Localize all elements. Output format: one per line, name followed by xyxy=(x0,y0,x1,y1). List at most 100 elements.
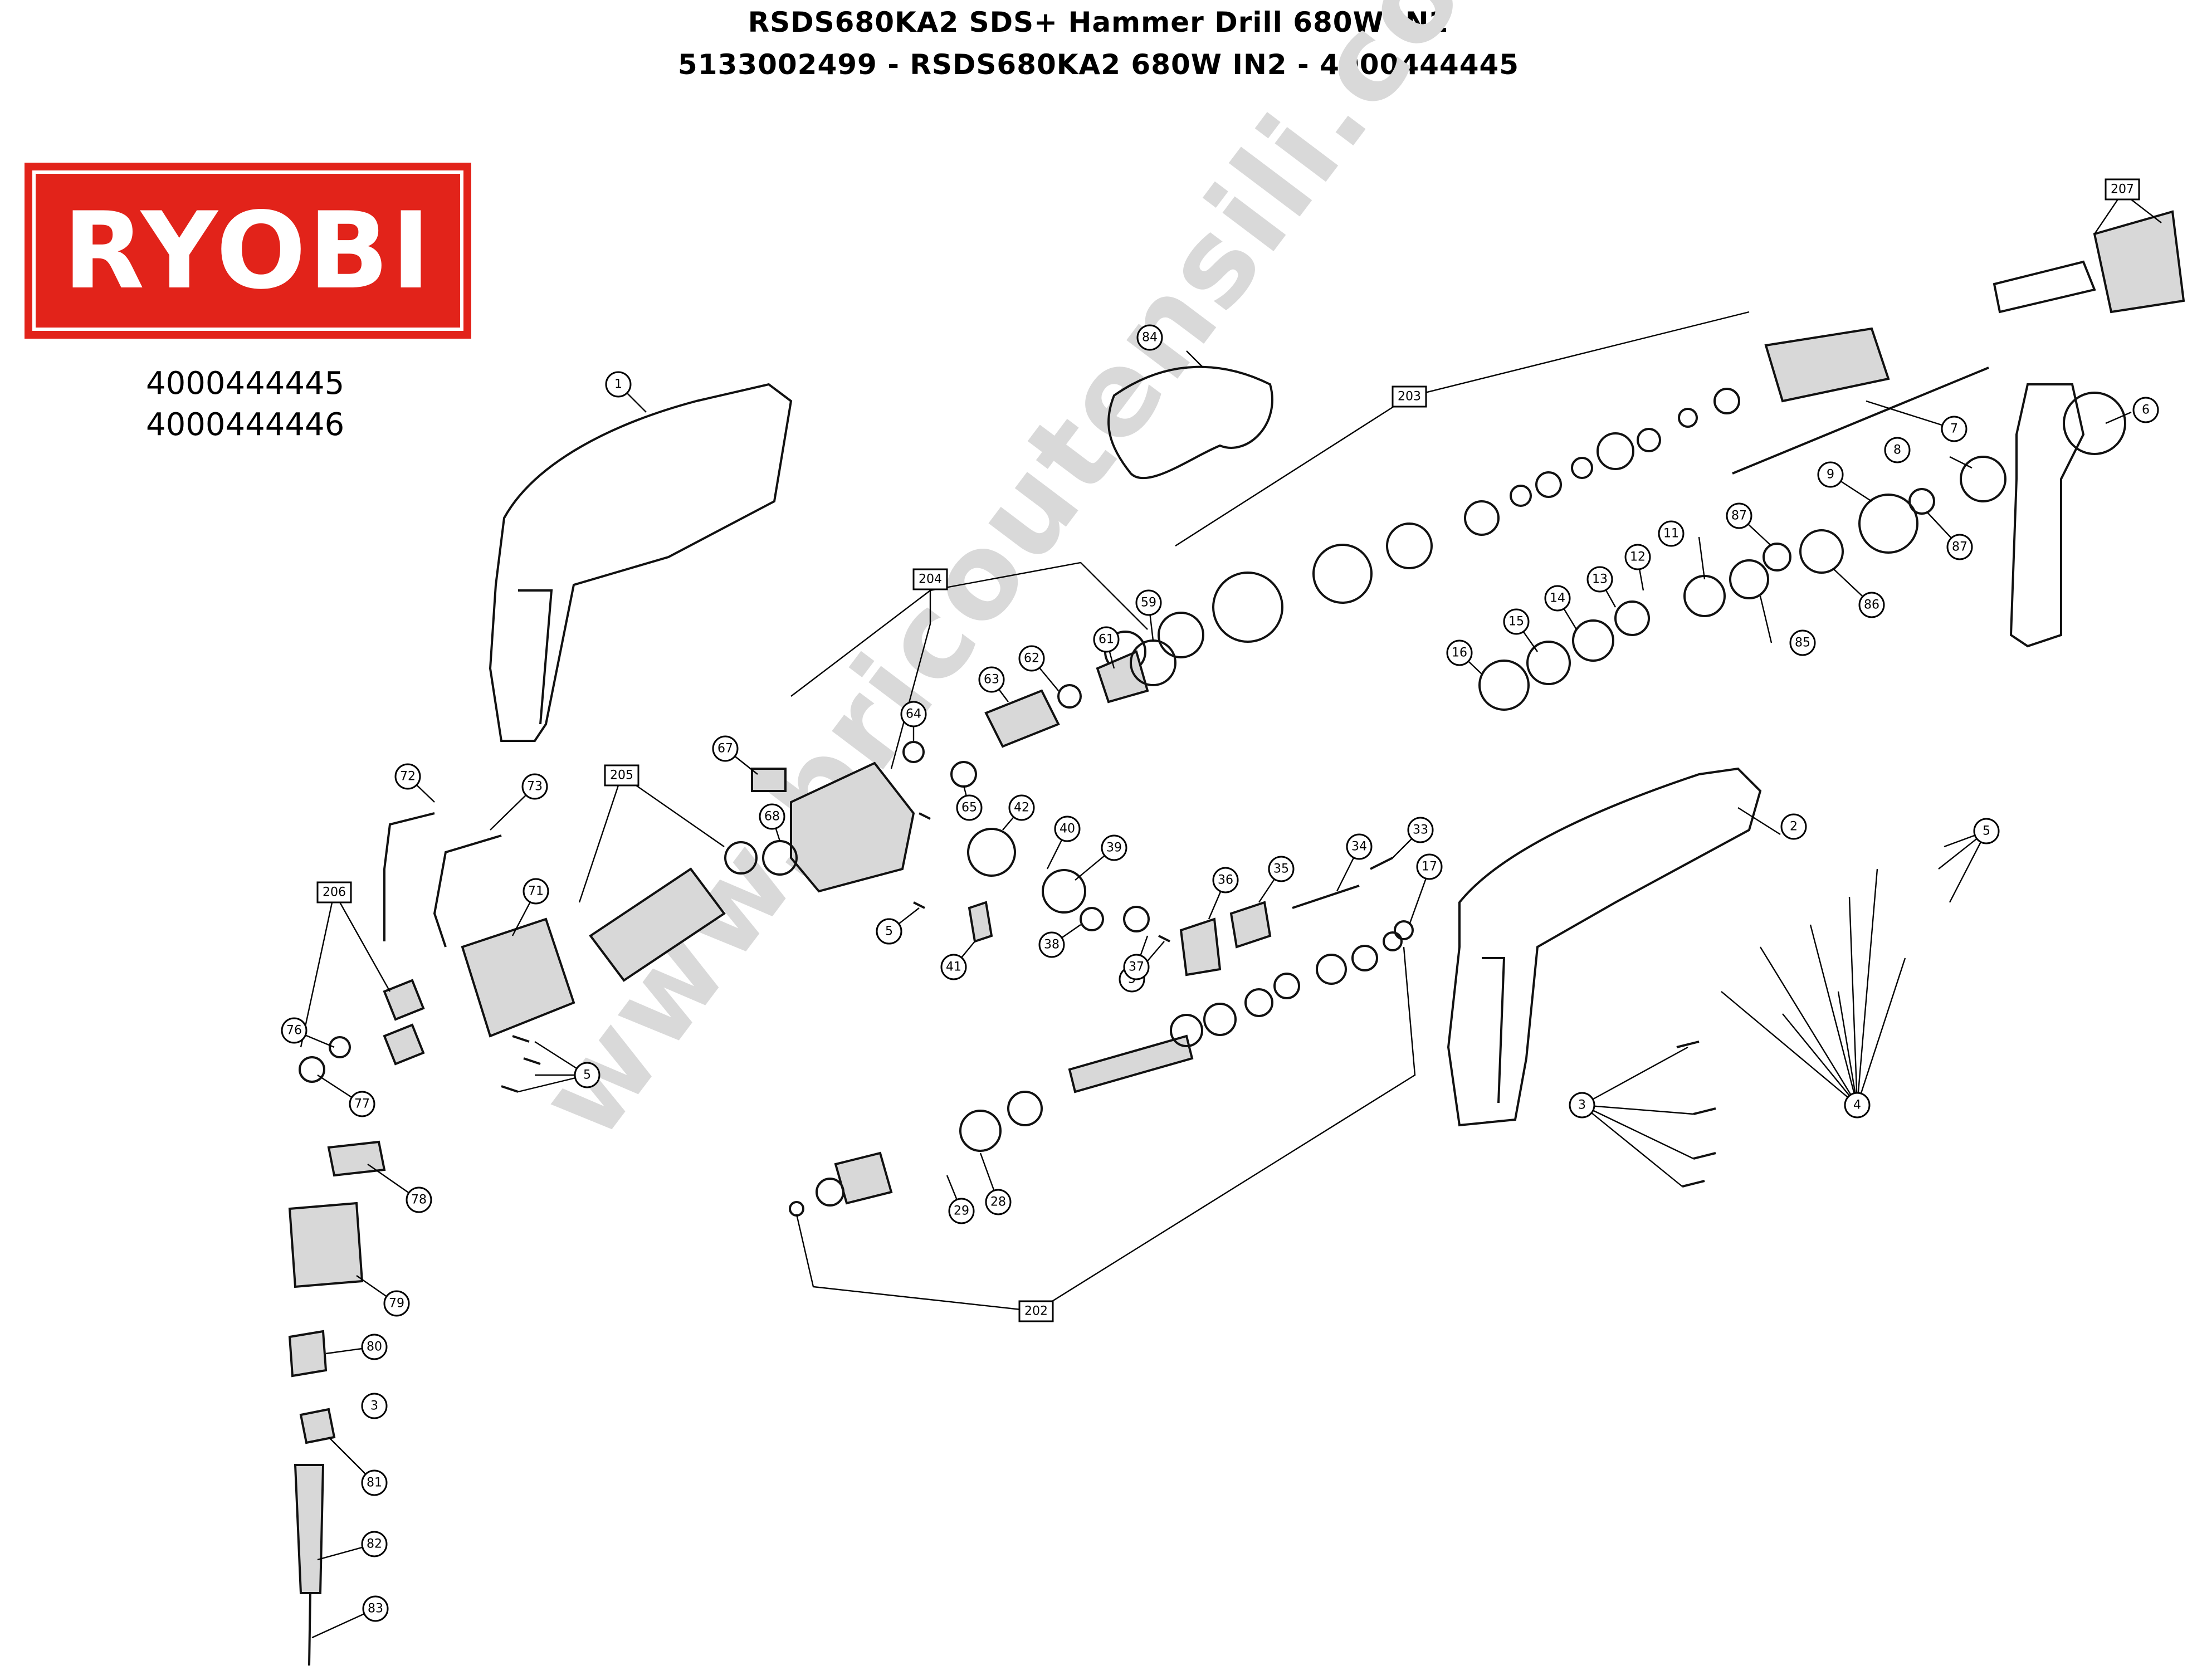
callout-39: 39 xyxy=(1101,834,1127,861)
callout-label: 12 xyxy=(1630,550,1646,564)
ryobi-logo: RYOBI xyxy=(25,163,471,339)
side-handle-clamp xyxy=(2063,392,2126,455)
screw xyxy=(913,901,925,909)
gearbox-seal xyxy=(1107,365,1273,480)
callout-59: 59 xyxy=(1135,589,1162,616)
bearing-76 xyxy=(329,1036,351,1058)
callout-label: 11 xyxy=(1663,527,1679,541)
callout-label: 41 xyxy=(946,960,961,974)
callout-12: 12 xyxy=(1624,544,1651,570)
callout-label: 65 xyxy=(961,801,977,815)
callout-72: 72 xyxy=(394,763,421,790)
callout-circle xyxy=(978,666,1005,693)
housing-assembled xyxy=(1447,767,1762,1127)
callout-label: 9 xyxy=(1827,468,1834,482)
diagram-subtitle: 5133002499 - RSDS680KA2 680W IN2 - 40004… xyxy=(677,48,1520,81)
assembly-label: 202 xyxy=(1024,1305,1048,1318)
ring xyxy=(1678,408,1698,428)
housing-half-left xyxy=(489,383,793,742)
callout-28: 28 xyxy=(985,1189,1012,1215)
callout-label: 77 xyxy=(354,1097,370,1111)
callout-83: 83 xyxy=(362,1595,389,1622)
switch-79 xyxy=(288,1202,364,1288)
callout-label: 6 xyxy=(2142,403,2150,417)
callout-label: 13 xyxy=(1592,573,1608,587)
spring xyxy=(1244,988,1273,1017)
callout-36: 36 xyxy=(1212,867,1239,893)
callout-33: 33 xyxy=(1407,817,1434,843)
callout-68: 68 xyxy=(759,803,785,830)
screw xyxy=(1693,1152,1716,1160)
clutch-39 xyxy=(1042,869,1086,914)
assembly-203: 203 xyxy=(1392,385,1427,408)
ring xyxy=(1571,457,1593,479)
callout-86: 86 xyxy=(1858,592,1885,618)
ring xyxy=(1386,522,1433,569)
spring-33 xyxy=(1370,857,1393,870)
callout-circle xyxy=(1817,461,1844,488)
callout-61: 61 xyxy=(1093,626,1120,653)
callout-circle xyxy=(940,954,967,980)
callout-41: 41 xyxy=(940,954,967,980)
callout-label: 63 xyxy=(984,673,999,687)
gear xyxy=(1203,1003,1237,1036)
callout-label: 67 xyxy=(717,742,733,756)
assembly-202: 202 xyxy=(1018,1300,1054,1322)
callout-label: 73 xyxy=(527,780,543,794)
ring-86 xyxy=(1799,529,1844,574)
drive-shaft xyxy=(1068,1034,1194,1093)
callout-label: 68 xyxy=(764,810,780,824)
callout-11: 11 xyxy=(1658,520,1685,547)
callout-circle xyxy=(1658,520,1685,547)
callout-circle xyxy=(281,1017,307,1044)
plate-37 xyxy=(1123,906,1150,932)
screw xyxy=(1676,1041,1700,1048)
sds-adapter xyxy=(1993,260,2096,314)
screw xyxy=(1693,1107,1716,1115)
callout-38: 38 xyxy=(1038,931,1065,958)
callout-circle xyxy=(1858,592,1885,618)
callout-label: 72 xyxy=(400,770,416,784)
bracket-35 xyxy=(1229,901,1272,949)
callout-circle xyxy=(1946,534,1973,560)
callout-80: 80 xyxy=(361,1334,388,1360)
callout-circle xyxy=(1973,818,2000,844)
side-handle xyxy=(2009,383,2085,648)
callout-67: 67 xyxy=(712,735,739,762)
depth-rod xyxy=(1732,367,1989,475)
callout-circle xyxy=(985,1189,1012,1215)
callout-circle xyxy=(1624,544,1651,570)
callout-85: 85 xyxy=(1789,629,1816,656)
callout-circle xyxy=(1136,324,1163,351)
bearing xyxy=(816,1178,844,1207)
callout-label: 1 xyxy=(614,378,622,392)
part-41 xyxy=(968,901,993,943)
callout-circle xyxy=(876,918,902,945)
ring-87 xyxy=(1908,488,1935,515)
callout-circle xyxy=(523,878,549,905)
callout-label: 36 xyxy=(1218,873,1233,887)
callout-circle xyxy=(1941,416,1967,442)
callout-77: 77 xyxy=(349,1091,375,1117)
callout-3: 3 xyxy=(1569,1092,1595,1119)
ring-14 xyxy=(1572,619,1614,662)
callout-label: 4 xyxy=(1853,1098,1861,1112)
ring-87 xyxy=(1763,543,1791,572)
callout-label: 71 xyxy=(528,885,544,898)
ring xyxy=(1383,931,1403,951)
callout-label: 83 xyxy=(368,1602,383,1616)
callout-circle xyxy=(361,1334,388,1360)
leader-lines xyxy=(294,192,2162,1639)
callout-circle xyxy=(1503,608,1530,635)
callout-label: 40 xyxy=(1060,822,1075,836)
callout-label: 64 xyxy=(906,707,921,721)
screw xyxy=(523,1057,541,1065)
callout-label: 5 xyxy=(583,1068,591,1082)
assembly-box xyxy=(604,764,639,787)
callout-layer: 1233455555678911121314151617282933343536… xyxy=(281,324,2159,1622)
assembly-206: 206 xyxy=(316,881,352,904)
callout-circle xyxy=(1054,815,1081,842)
callout-label: 76 xyxy=(286,1024,302,1038)
screw xyxy=(501,1085,519,1093)
